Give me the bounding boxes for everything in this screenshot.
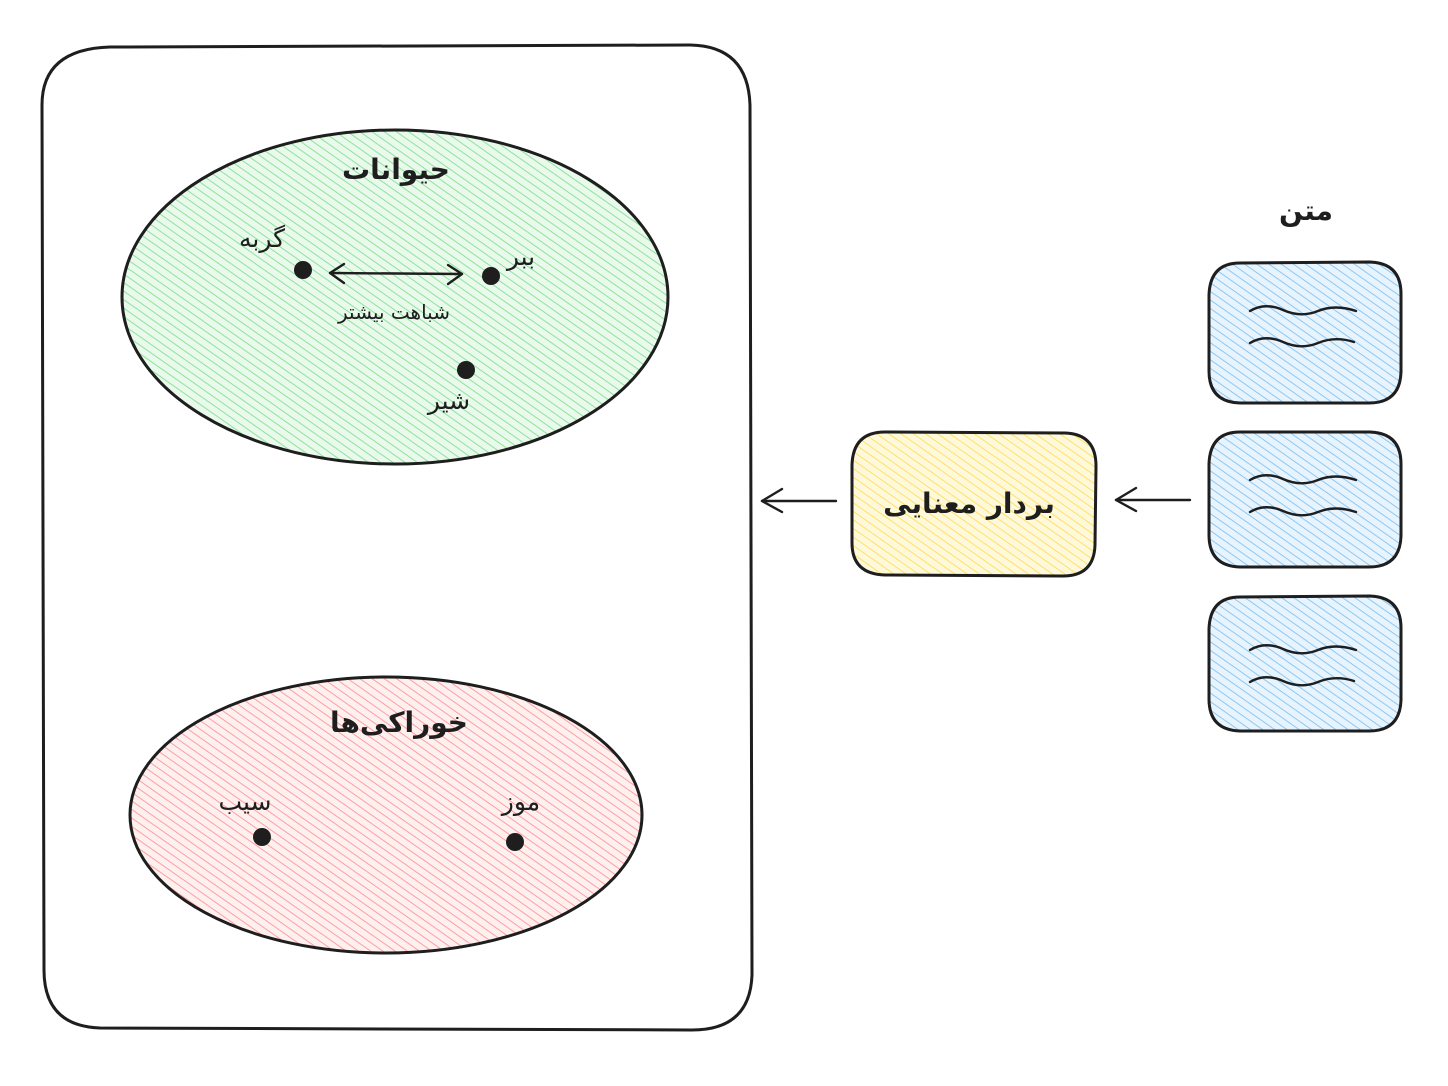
banana-point (506, 833, 524, 851)
arrow-to-space (760, 487, 838, 514)
tiger-label: ببر (505, 242, 535, 271)
text-title: متن (1279, 194, 1333, 227)
animals-title: حیوانات (342, 153, 450, 186)
animals-cluster: حیوانات گربه ببر شیر شباهت بیشتر (120, 128, 670, 466)
similarity-label: شباهت بیشتر (337, 300, 450, 324)
embedding-space-box (40, 43, 754, 1032)
cat-point (294, 261, 312, 279)
arrow-to-embedding (1114, 486, 1192, 513)
embedding-box: بردار معنایی (850, 430, 1098, 578)
text-doc-2 (1207, 430, 1403, 569)
similarity-arrow (328, 262, 464, 286)
text-line-icon (1248, 506, 1358, 517)
text-line-icon (1248, 644, 1358, 655)
foods-cluster: خوراکی‌ها سیب موز (128, 675, 644, 955)
text-line-icon (1248, 305, 1358, 316)
text-line-icon (1248, 337, 1356, 348)
text-doc-1 (1207, 260, 1403, 405)
apple-point (253, 828, 271, 846)
text-line-icon (1248, 676, 1356, 687)
cat-label: گربه (239, 224, 285, 253)
foods-title: خوراکی‌ها (330, 706, 468, 739)
embedding-label: بردار معنایی (883, 487, 1055, 520)
tiger-point (482, 267, 500, 285)
text-doc-3 (1207, 594, 1403, 733)
banana-label: موز (500, 787, 540, 816)
text-line-icon (1248, 474, 1358, 485)
lion-point (457, 361, 475, 379)
apple-label: سیب (218, 787, 271, 816)
lion-label: شیر (426, 386, 470, 415)
